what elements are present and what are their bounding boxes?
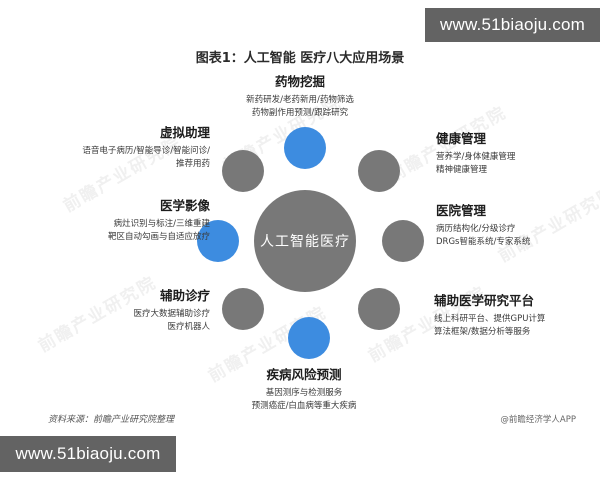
label-assisted-diagnosis: 辅助诊疗 医疗大数据辅助诊疗 医疗机器人 xyxy=(42,288,210,334)
label-disease-risk-prediction: 疾病风险预测 基因测序与检测服务 预测癌症/白血病等重大疾病 xyxy=(220,367,388,413)
label-subtitle: 医疗机器人 xyxy=(167,322,210,333)
label-title: 辅助医学研究平台 xyxy=(434,293,535,308)
label-title: 疾病风险预测 xyxy=(266,367,342,382)
watermark-banner-top-text: www.51biaoju.com xyxy=(440,15,585,34)
label-title: 辅助诊疗 xyxy=(159,288,210,303)
watermark-banner-bottom: www.51biaoju.com xyxy=(0,436,176,472)
node-disease-risk-prediction xyxy=(288,317,330,359)
source-note: 资料来源：前瞻产业研究院整理 xyxy=(48,415,175,425)
label-drug-discovery: 药物挖掘 新药研发/老药新用/药物筛选 药物副作用预测/跟踪研究 xyxy=(216,74,384,120)
label-title: 健康管理 xyxy=(436,131,487,146)
center-node-label: 人工智能医疗 xyxy=(260,234,350,250)
label-health-management: 健康管理 营养学/身体健康管理 精神健康管理 xyxy=(436,131,598,177)
label-medical-imaging: 医学影像 病灶识别与标注/三维重建 靶区自动勾画与自适应放疗 xyxy=(32,198,210,244)
label-subtitle: DRGs智能系统/专家系统 xyxy=(436,237,531,248)
node-drug-discovery xyxy=(284,127,326,169)
label-subtitle: 新药研发/老药新用/药物筛选 xyxy=(246,95,354,105)
node-research-platform xyxy=(358,288,400,330)
label-virtual-assistant: 虚拟助理 语音电子病历/智能导诊/智能问诊/ 推荐用药 xyxy=(22,125,210,171)
node-hospital-management xyxy=(382,220,424,262)
label-subtitle: 算法框架/数据分析等服务 xyxy=(434,327,531,338)
label-subtitle: 基因测序与检测服务 xyxy=(265,388,343,398)
label-subtitle: 线上科研平台、提供GPU计算 xyxy=(434,314,546,324)
label-title: 药物挖掘 xyxy=(274,74,325,89)
label-title: 医学影像 xyxy=(159,198,210,213)
label-title: 虚拟助理 xyxy=(159,125,210,140)
label-subtitle: 预测癌症/白血病等重大疾病 xyxy=(251,401,357,412)
label-subtitle: 语音电子病历/智能导诊/智能问诊/ xyxy=(82,146,210,156)
label-subtitle: 推荐用药 xyxy=(175,159,210,170)
watermark-banner-top: www.51biaoju.com xyxy=(425,8,600,42)
watermark-banner-bottom-text: www.51biaoju.com xyxy=(15,444,161,463)
node-health-management xyxy=(358,150,400,192)
node-virtual-assistant xyxy=(222,150,264,192)
label-research-platform: 辅助医学研究平台 线上科研平台、提供GPU计算 算法框架/数据分析等服务 xyxy=(434,293,600,339)
label-subtitle: 病历结构化/分级诊疗 xyxy=(436,224,516,234)
page-title: 图表1：人工智能 医疗八大应用场景 xyxy=(195,51,405,66)
center-node: 人工智能医疗 xyxy=(254,190,356,292)
label-subtitle: 病灶识别与标注/三维重建 xyxy=(113,219,210,229)
label-subtitle: 精神健康管理 xyxy=(436,165,488,176)
label-hospital-management: 医院管理 病历结构化/分级诊疗 DRGs智能系统/专家系统 xyxy=(436,203,598,249)
label-subtitle: 营养学/身体健康管理 xyxy=(436,152,516,162)
label-title: 医院管理 xyxy=(436,203,487,218)
label-subtitle: 药物副作用预测/跟踪研究 xyxy=(251,108,349,119)
app-credit: @前瞻经济学人APP xyxy=(500,415,576,425)
node-assisted-diagnosis xyxy=(222,288,264,330)
label-subtitle: 医疗大数据辅助诊疗 xyxy=(133,309,210,319)
label-subtitle: 靶区自动勾画与自适应放疗 xyxy=(107,232,210,243)
